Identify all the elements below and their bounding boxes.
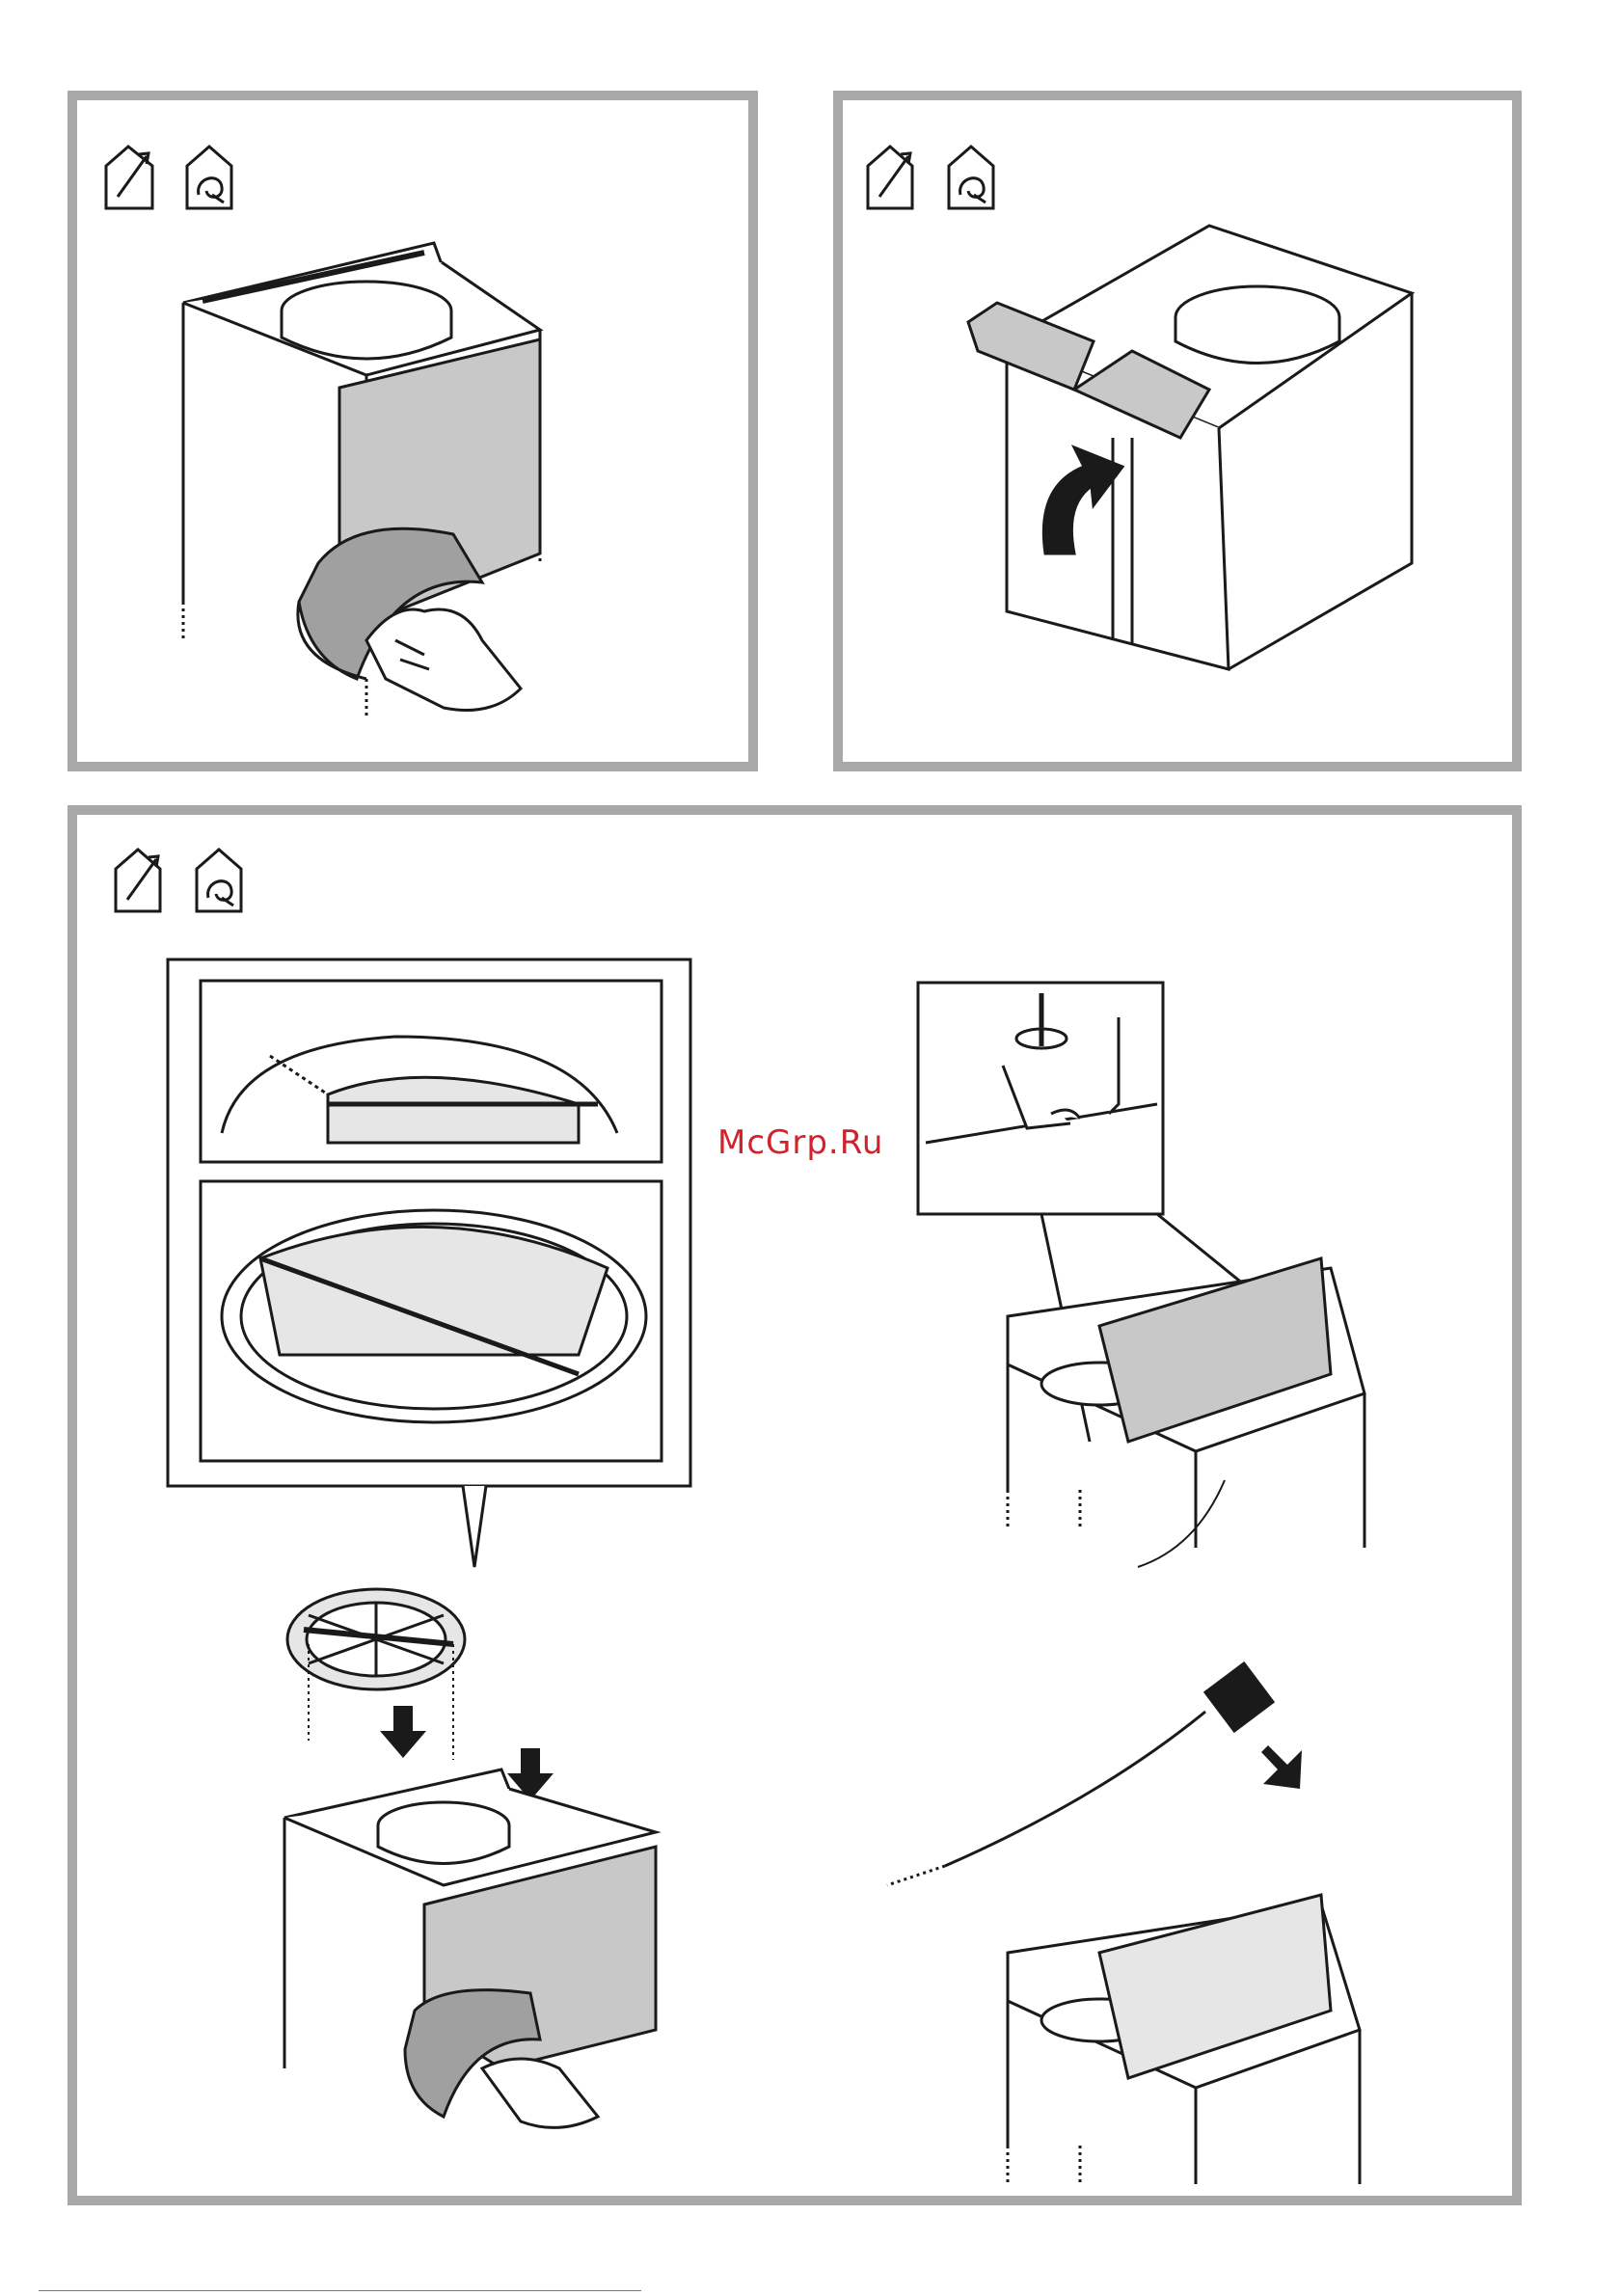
footer-divider <box>39 2290 641 2291</box>
hood-box <box>1007 226 1412 669</box>
panel-install-filter-and-connect <box>68 805 1522 2205</box>
screw-detail-callout <box>918 983 1163 1214</box>
recirculation-icon <box>949 147 993 208</box>
plug-arrow-icon <box>1261 1745 1302 1789</box>
hand-illustration <box>366 609 521 711</box>
hood-box-lower-right <box>1008 1895 1360 2184</box>
ducted-exhaust-icon <box>868 147 912 208</box>
hood-body-lower <box>284 1769 656 2127</box>
install-filter-diagram <box>77 815 1512 2196</box>
recirculation-icon <box>197 850 241 911</box>
lift-filter-diagram <box>843 100 1512 762</box>
ducted-exhaust-icon <box>106 147 152 208</box>
power-plug <box>887 1663 1273 1885</box>
panel-remove-film <box>68 91 758 771</box>
recirculation-icon <box>187 147 231 208</box>
ducted-exhaust-icon <box>116 850 160 911</box>
round-filter <box>287 1589 465 1689</box>
remove-protective-film-diagram <box>77 100 748 762</box>
watermark-text: McGrp.Ru <box>717 1123 883 1162</box>
panel-lift-filter <box>833 91 1522 771</box>
